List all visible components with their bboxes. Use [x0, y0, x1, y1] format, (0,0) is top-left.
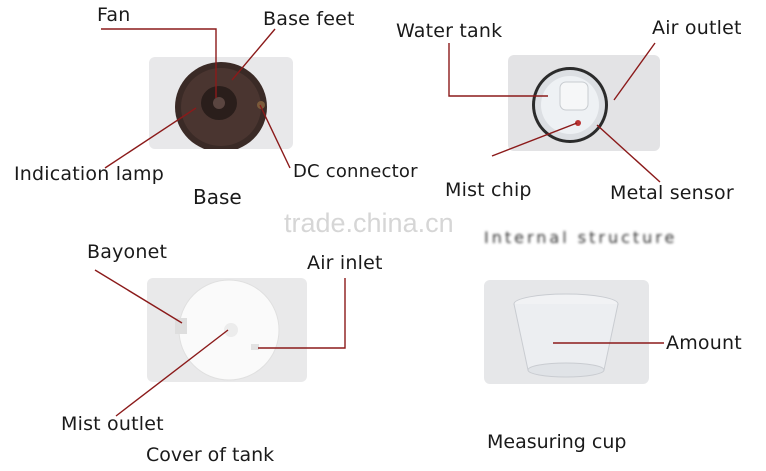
label-metal-sensor: Metal sensor — [610, 182, 734, 204]
caption-cover: Cover of tank — [146, 444, 275, 466]
label-base-feet: Base feet — [263, 8, 355, 30]
cup-photo — [513, 293, 619, 378]
watermark: trade.china.cn — [284, 208, 454, 238]
leader-bayonet — [94, 269, 183, 324]
label-air-inlet: Air inlet — [307, 252, 383, 274]
label-water-tank: Water tank — [396, 20, 503, 42]
leader-fan — [101, 28, 217, 98]
caption-cup: Measuring cup — [487, 431, 627, 453]
leader-mist-chip — [491, 122, 578, 157]
cover-photo-panel — [147, 278, 307, 382]
leader-air-inlet — [258, 278, 346, 349]
cover-photo — [175, 279, 280, 381]
label-indication-lamp: Indication lamp — [14, 163, 164, 185]
label-bayonet: Bayonet — [87, 241, 168, 263]
cup-photo-panel — [484, 280, 649, 384]
label-air-outlet: Air outlet — [652, 17, 742, 39]
internal-photo — [532, 67, 608, 143]
leader-metal-sensor — [596, 124, 661, 183]
base-photo-panel — [149, 57, 293, 152]
internal-caption: Internal structure — [484, 228, 678, 247]
leader-mist-outlet — [115, 329, 229, 417]
label-dc-connector: DC connector — [293, 161, 418, 182]
leader-water-tank — [448, 43, 548, 97]
base-photo — [175, 62, 267, 152]
leader-dc-connector — [259, 104, 291, 169]
leader-air-outlet — [613, 42, 656, 101]
leader-base-feet — [231, 28, 276, 81]
label-mist-chip: Mist chip — [445, 179, 532, 201]
label-fan: Fan — [97, 4, 131, 26]
leader-indication-lamp — [104, 107, 197, 169]
caption-base: Base — [193, 185, 242, 209]
label-mist-outlet: Mist outlet — [61, 413, 164, 435]
label-amount: Amount — [666, 332, 742, 354]
